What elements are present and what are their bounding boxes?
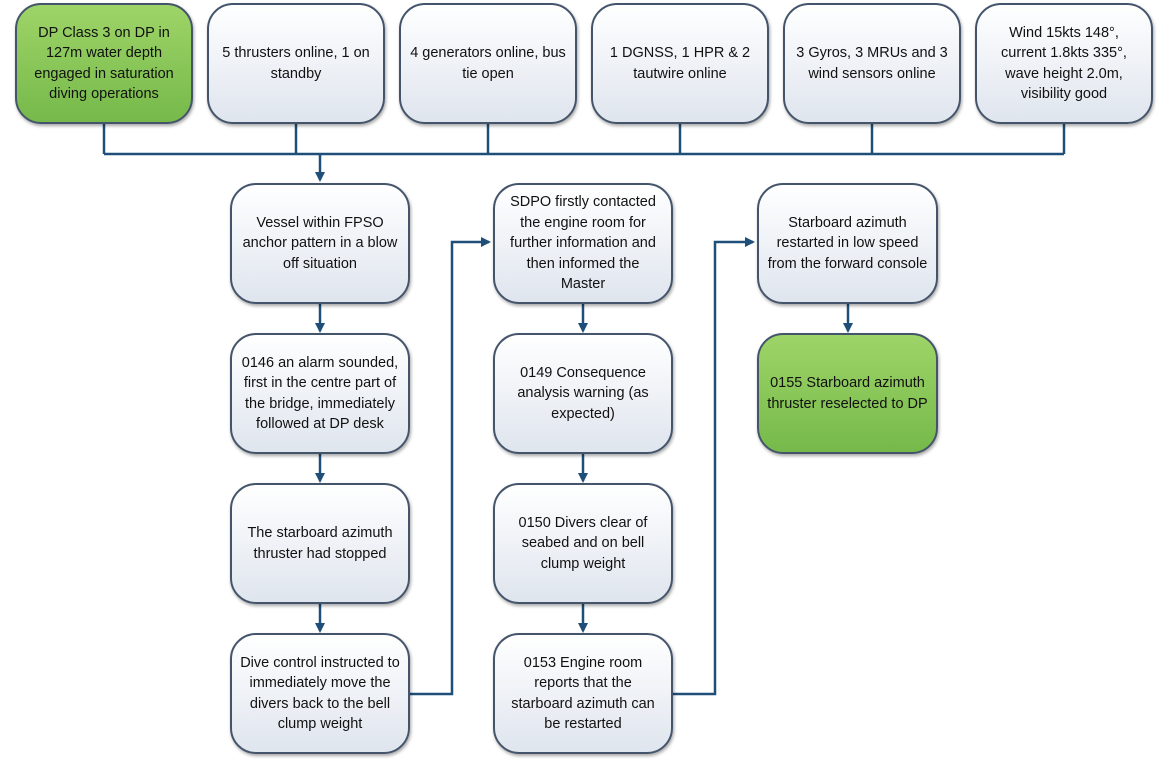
status-box-thrusters: 5 thrusters online, 1 on standby <box>207 3 385 124</box>
event-box-thruster-stopped: The starboard azimuth thruster had stopp… <box>230 483 410 604</box>
event-box-dive-control: Dive control instructed to immediately m… <box>230 633 410 754</box>
event-box-blow-off: Vessel within FPSO anchor pattern in a b… <box>230 183 410 304</box>
event-box-reselected-0155: 0155 Starboard azimuth thruster reselect… <box>757 333 938 454</box>
event-box-engine-room-0153: 0153 Engine room reports that the starbo… <box>493 633 673 754</box>
arrow-a4-b1 <box>410 237 491 696</box>
event-box-azimuth-restarted: Starboard azimuth restarted in low speed… <box>757 183 938 304</box>
status-box-generators: 4 generators online, bus tie open <box>399 3 577 124</box>
status-box-sensors: 3 Gyros, 3 MRUs and 3 wind sensors onlin… <box>783 3 961 124</box>
event-box-alarm-0146: 0146 an alarm sounded, first in the cent… <box>230 333 410 454</box>
event-box-consequence-0149: 0149 Consequence analysis warning (as ex… <box>493 333 673 454</box>
status-box-dp-class: DP Class 3 on DP in 127m water depth eng… <box>15 3 193 124</box>
status-box-weather: Wind 15kts 148°, current 1.8kts 335°, wa… <box>975 3 1153 124</box>
event-box-divers-clear-0150: 0150 Divers clear of seabed and on bell … <box>493 483 673 604</box>
status-box-references: 1 DGNSS, 1 HPR & 2 tautwire online <box>591 3 769 124</box>
event-box-sdpo-contact: SDPO firstly contacted the engine room f… <box>493 183 673 304</box>
arrow-b4-c1 <box>673 237 755 696</box>
